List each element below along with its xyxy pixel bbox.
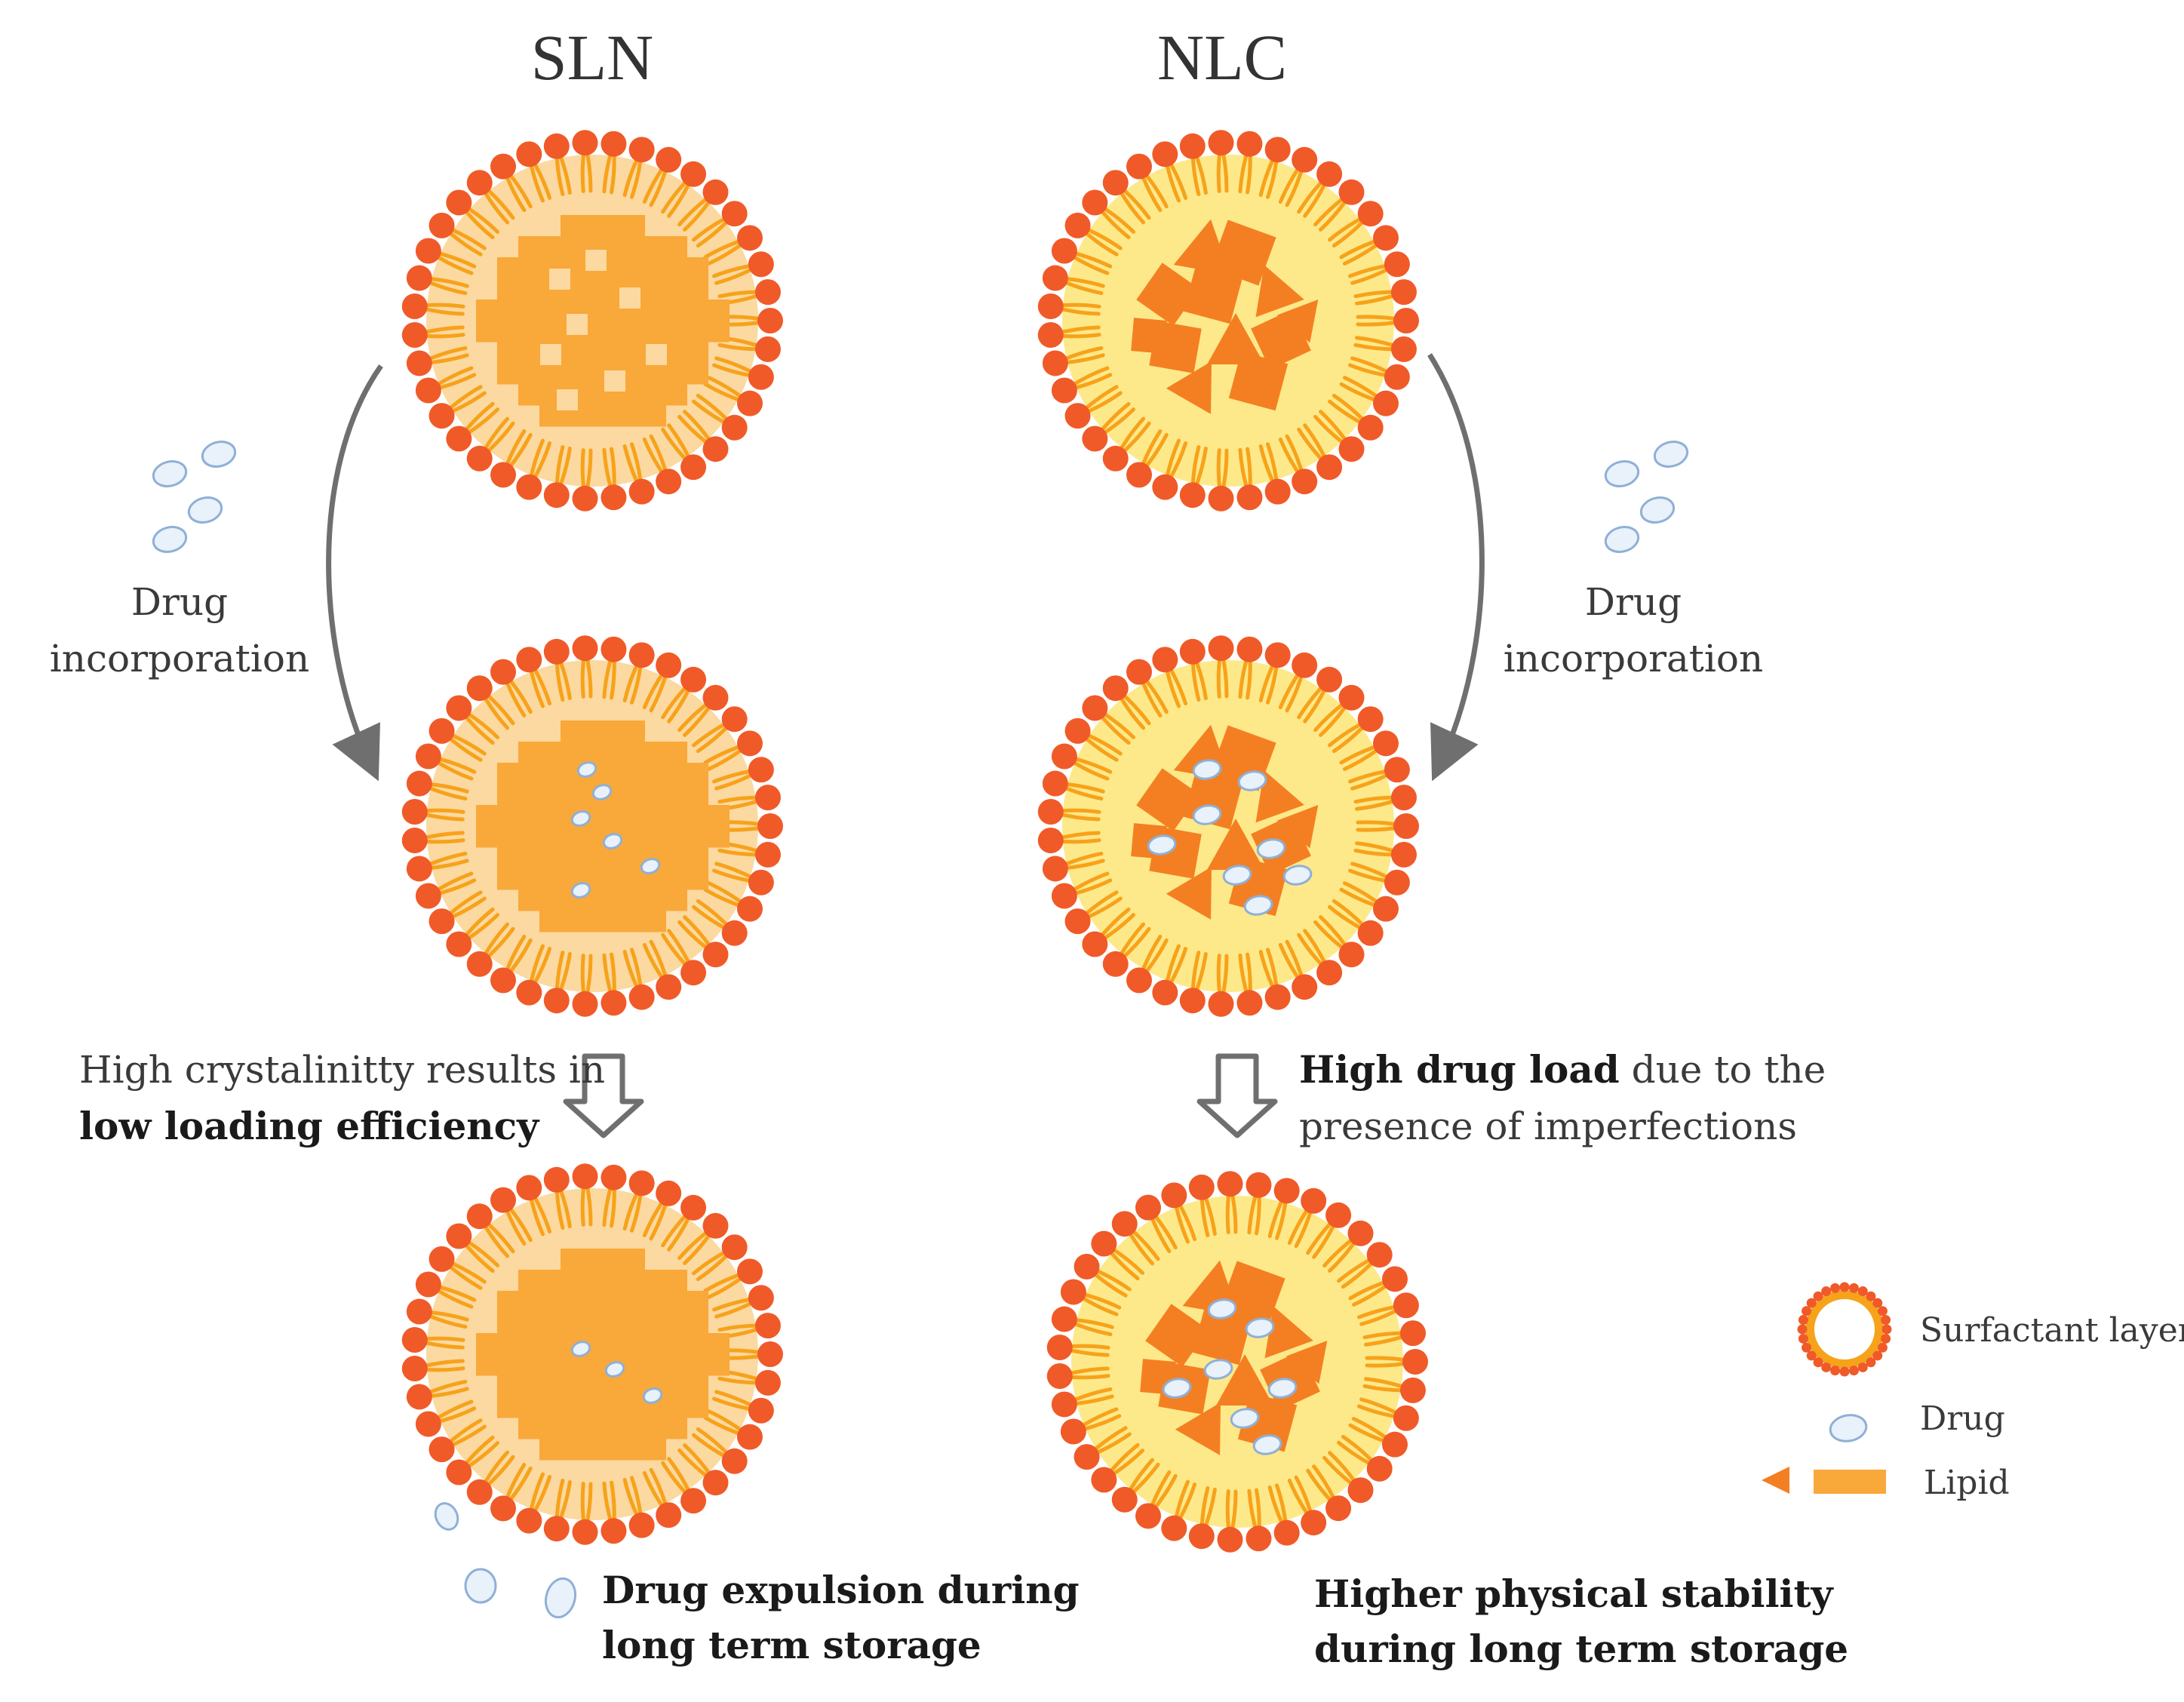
nlc-particle-stored [1046,1171,1428,1553]
legend-lipid-block-icon [1814,1470,1886,1494]
nlc-title: NLC [1157,21,1287,94]
legend: Surfactant layer Drug Lipid [1762,1282,2184,1502]
right-caption-rest: due to the [1620,1048,1826,1092]
left-incorporation-label-line2: incorporation [50,637,309,680]
legend-lipid-triangle-icon [1762,1467,1789,1494]
right-caption-line1: High drug load due to the [1299,1047,1826,1092]
legend-drug-label: Drug [1920,1399,2005,1438]
nlc-particle-loaded [1037,635,1419,1017]
nlc-particle-empty [1037,130,1419,512]
legend-drug-icon [1829,1414,1868,1442]
left-caption-line2: low loading efficiency [79,1104,540,1148]
left-drug-cluster [152,441,237,553]
left-incorporation-label-line1: Drug [131,580,228,624]
left-outcome-line1: Drug expulsion during [602,1568,1080,1612]
particles-layer [401,130,1428,1553]
right-outcome-line1: Higher physical stability [1314,1571,1835,1616]
right-outcome-line2: during long term storage [1314,1627,1848,1671]
left-outcome-line2: long term storage [602,1623,981,1667]
legend-surfactant-icon [1797,1282,1892,1377]
sln-particle-stored [401,1163,783,1545]
legend-lipid-label: Lipid [1924,1464,2010,1502]
right-caption-bold: High drug load [1299,1047,1620,1092]
sln-particle-loaded [401,635,783,1017]
right-incorporation-label-line1: Drug [1585,580,1682,624]
left-caption-line1: High crystalinitty results in [79,1048,605,1092]
legend-surfactant-label: Surfactant layer [1920,1311,2184,1350]
right-drug-cluster [1604,441,1689,553]
right-incorporation-label-line2: incorporation [1504,637,1763,680]
right-incorporation-arrow [1427,353,1485,782]
left-incorporation-arrow [326,364,383,782]
expelled-drugs [434,1502,577,1619]
right-down-arrow [1196,1053,1278,1138]
right-caption-line2: presence of imperfections [1299,1104,1797,1148]
sln-particle-empty [401,130,783,512]
sln-title: SLN [531,21,653,94]
left-down-arrow [563,1053,644,1138]
